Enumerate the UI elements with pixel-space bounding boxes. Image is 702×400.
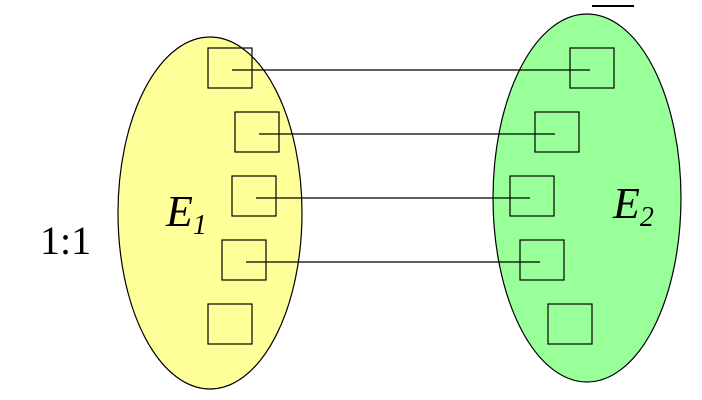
e2-element-2 — [534, 111, 580, 153]
e2-element-3 — [509, 175, 555, 217]
entity-set-e1 — [117, 36, 303, 390]
e1-element-4 — [221, 239, 267, 281]
entity-e2-name: E — [612, 179, 640, 228]
e1-element-5 — [207, 303, 253, 345]
e2-element-1 — [569, 47, 615, 89]
entity-label-e2: E2 — [612, 179, 654, 233]
entity-e2-subscript: 2 — [640, 202, 654, 233]
e2-elements — [509, 47, 615, 345]
e1-element-3 — [231, 175, 277, 217]
entity-e1-name: E — [165, 187, 193, 236]
entity-e1-subscript: 1 — [193, 210, 207, 241]
relationship-ratio-label: 1:1 — [40, 218, 91, 263]
mapping-lines — [232, 69, 590, 263]
entity-label-e1: E1 — [165, 187, 207, 241]
e1-elements — [207, 47, 280, 345]
e1-element-2 — [234, 111, 280, 153]
e2-element-4 — [519, 239, 565, 281]
e1-element-1 — [207, 47, 253, 89]
e2-element-5 — [547, 303, 593, 345]
